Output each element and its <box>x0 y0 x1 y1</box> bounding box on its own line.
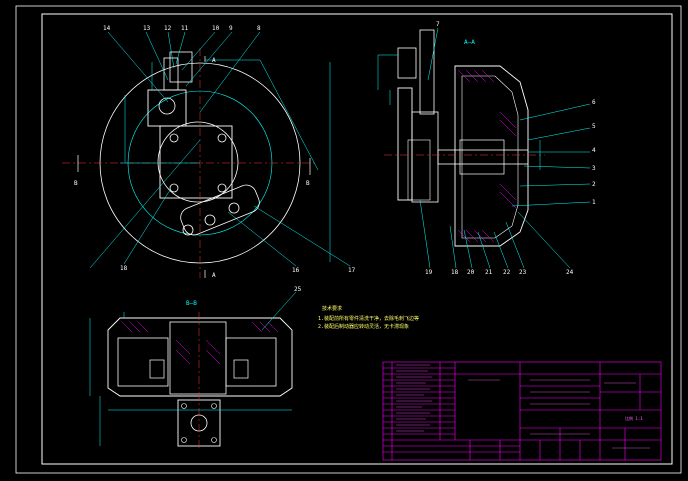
hatch-bb <box>121 321 279 365</box>
sheet-border-inner <box>41 13 673 465</box>
svg-text:24: 24 <box>566 269 574 276</box>
svg-text:5: 5 <box>592 123 596 130</box>
svg-text:18: 18 <box>451 269 459 276</box>
cut-label-b-right: B <box>306 180 310 187</box>
svg-text:2: 2 <box>592 181 596 188</box>
svg-text:9: 9 <box>229 25 233 32</box>
svg-text:10: 10 <box>212 25 220 32</box>
front-view: B B A A 14 13 12 11 10 9 8 18 16 17 <box>62 25 356 279</box>
svg-text:20: 20 <box>467 269 475 276</box>
cut-label-b-left: B <box>74 180 78 187</box>
svg-text:12: 12 <box>164 25 172 32</box>
balloons-front-top: 14 13 12 11 10 9 8 <box>103 25 261 32</box>
svg-text:16: 16 <box>292 267 300 274</box>
scale-text: 比例 1:1 <box>625 415 643 421</box>
svg-text:1: 1 <box>592 199 596 206</box>
svg-text:18: 18 <box>120 265 128 272</box>
leaders-aa <box>419 27 591 269</box>
svg-text:14: 14 <box>103 25 111 32</box>
section-bb-view: B—B 25 <box>89 286 302 450</box>
balloons-front-bottom: 18 16 17 <box>120 265 356 274</box>
title-grid <box>455 362 661 460</box>
balloons-aa: 7 6 5 4 3 2 1 19 18 20 21 22 23 24 <box>425 21 596 276</box>
svg-text:19: 19 <box>425 269 433 276</box>
svg-text:6: 6 <box>592 99 596 106</box>
hub-circle <box>157 121 239 203</box>
sheet-border-outer <box>15 5 682 474</box>
cut-label-a-top: A <box>212 57 216 64</box>
slot-holes <box>180 184 260 236</box>
svg-text:13: 13 <box>143 25 151 32</box>
technical-requirements: 技术要求 1.装配前所有零件清洗干净，去除毛刺飞边等 2.装配后制动器应转动灵活… <box>318 305 419 330</box>
svg-text:3: 3 <box>592 165 596 172</box>
caliper-bolt <box>158 97 176 115</box>
leaders-front <box>89 31 351 269</box>
tech-req-title: 技术要求 <box>322 305 342 312</box>
hatch-aa <box>457 69 517 243</box>
tech-req-line-1: 1.装配前所有零件清洗干净，去除毛刺飞边等 <box>318 315 419 322</box>
section-aa-label: A—A <box>464 39 475 46</box>
lever-block <box>169 51 193 83</box>
svg-text:11: 11 <box>181 25 189 32</box>
svg-text:21: 21 <box>485 269 493 276</box>
section-bb-label: B—B <box>186 300 197 307</box>
bolt-holes <box>169 133 227 193</box>
bom-text-marks <box>396 364 650 449</box>
title-block: 比例 1:1 <box>382 361 662 461</box>
svg-text:7: 7 <box>436 21 440 28</box>
cut-label-a-bottom: A <box>212 272 216 279</box>
svg-text:8: 8 <box>257 25 261 32</box>
lever-arm <box>163 57 179 91</box>
tech-req-line-2: 2.装配后制动器应转动灵活，无卡滞现象 <box>318 323 409 330</box>
balloon-25: 25 <box>294 286 302 293</box>
svg-text:22: 22 <box>503 269 511 276</box>
dimension-lines-front <box>120 59 331 262</box>
center-plate <box>159 125 233 199</box>
svg-text:4: 4 <box>592 147 596 154</box>
svg-text:17: 17 <box>348 267 356 274</box>
svg-text:23: 23 <box>519 269 527 276</box>
bom-table <box>383 362 520 460</box>
section-aa-view: A—A <box>377 21 596 276</box>
